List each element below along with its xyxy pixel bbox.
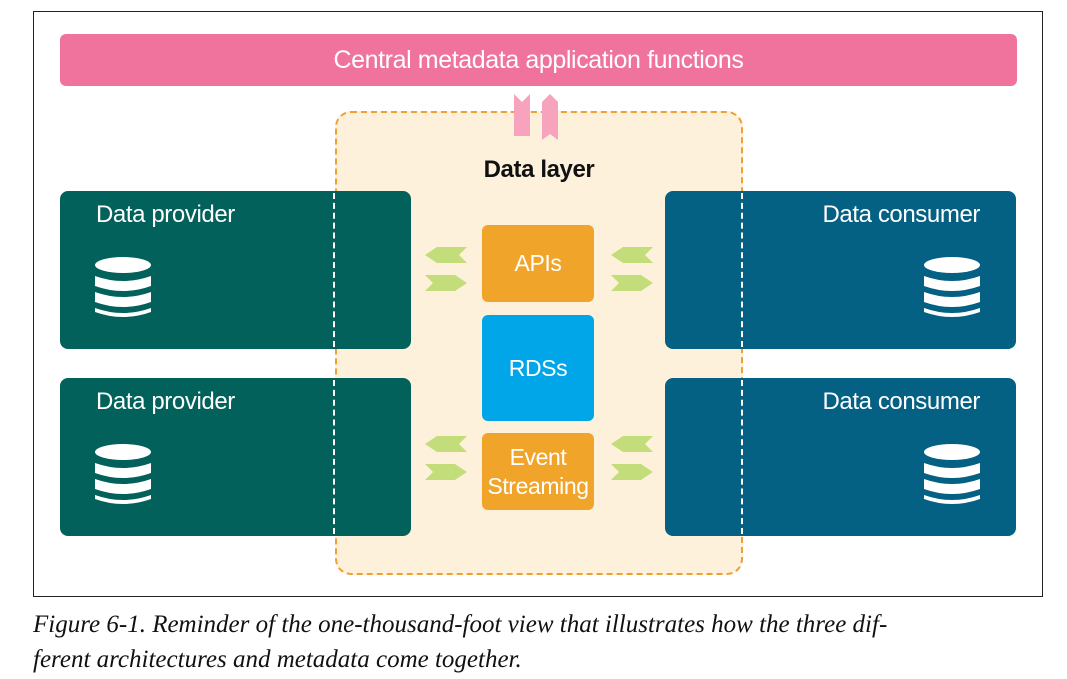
event-streaming-label-line2: Streaming	[487, 472, 589, 499]
database-icon	[95, 257, 151, 317]
data-layer-boundary-dash	[741, 380, 743, 534]
banner-label: Central metadata application functions	[333, 45, 744, 74]
data-layer-boundary-dash	[333, 193, 335, 347]
figure-caption: Figure 6-1. Reminder of the one-thousand…	[33, 607, 1043, 677]
event-streaming-box: Event Streaming	[482, 433, 594, 510]
data-consumer-label: Data consumer	[822, 201, 980, 228]
event-streaming-label-line1: Event	[509, 443, 567, 470]
data-consumer-box: Data consumer	[665, 378, 1016, 536]
data-provider-label: Data provider	[96, 388, 235, 415]
rdss-box: RDSs	[482, 315, 594, 421]
apis-label: APIs	[514, 250, 562, 276]
data-provider-box: Data provider	[60, 191, 411, 349]
data-layer-boundary-dash	[333, 380, 335, 534]
central-metadata-banner: Central metadata application functions	[60, 34, 1017, 86]
caption-line-2: ferent architectures and metadata come t…	[33, 646, 522, 673]
apis-box: APIs	[482, 225, 594, 302]
data-consumer-label: Data consumer	[822, 388, 980, 415]
exchange-arrows-icon	[425, 247, 467, 291]
database-icon	[924, 257, 980, 317]
rdss-label: RDSs	[508, 354, 568, 381]
data-consumer-box: Data consumer	[665, 191, 1016, 349]
exchange-arrows-icon	[611, 436, 653, 480]
database-icon	[95, 444, 151, 504]
data-provider-box: Data provider	[60, 378, 411, 536]
caption-line-1: Figure 6-1. Reminder of the one-thousand…	[33, 611, 888, 638]
exchange-arrows-icon	[425, 436, 467, 480]
data-layer-boundary-dash	[741, 193, 743, 347]
exchange-arrows-icon	[611, 247, 653, 291]
data-provider-label: Data provider	[96, 201, 235, 228]
database-icon	[924, 444, 980, 504]
banner-sync-arrows-icon	[514, 94, 558, 140]
data-layer-title: Data layer	[483, 156, 595, 183]
